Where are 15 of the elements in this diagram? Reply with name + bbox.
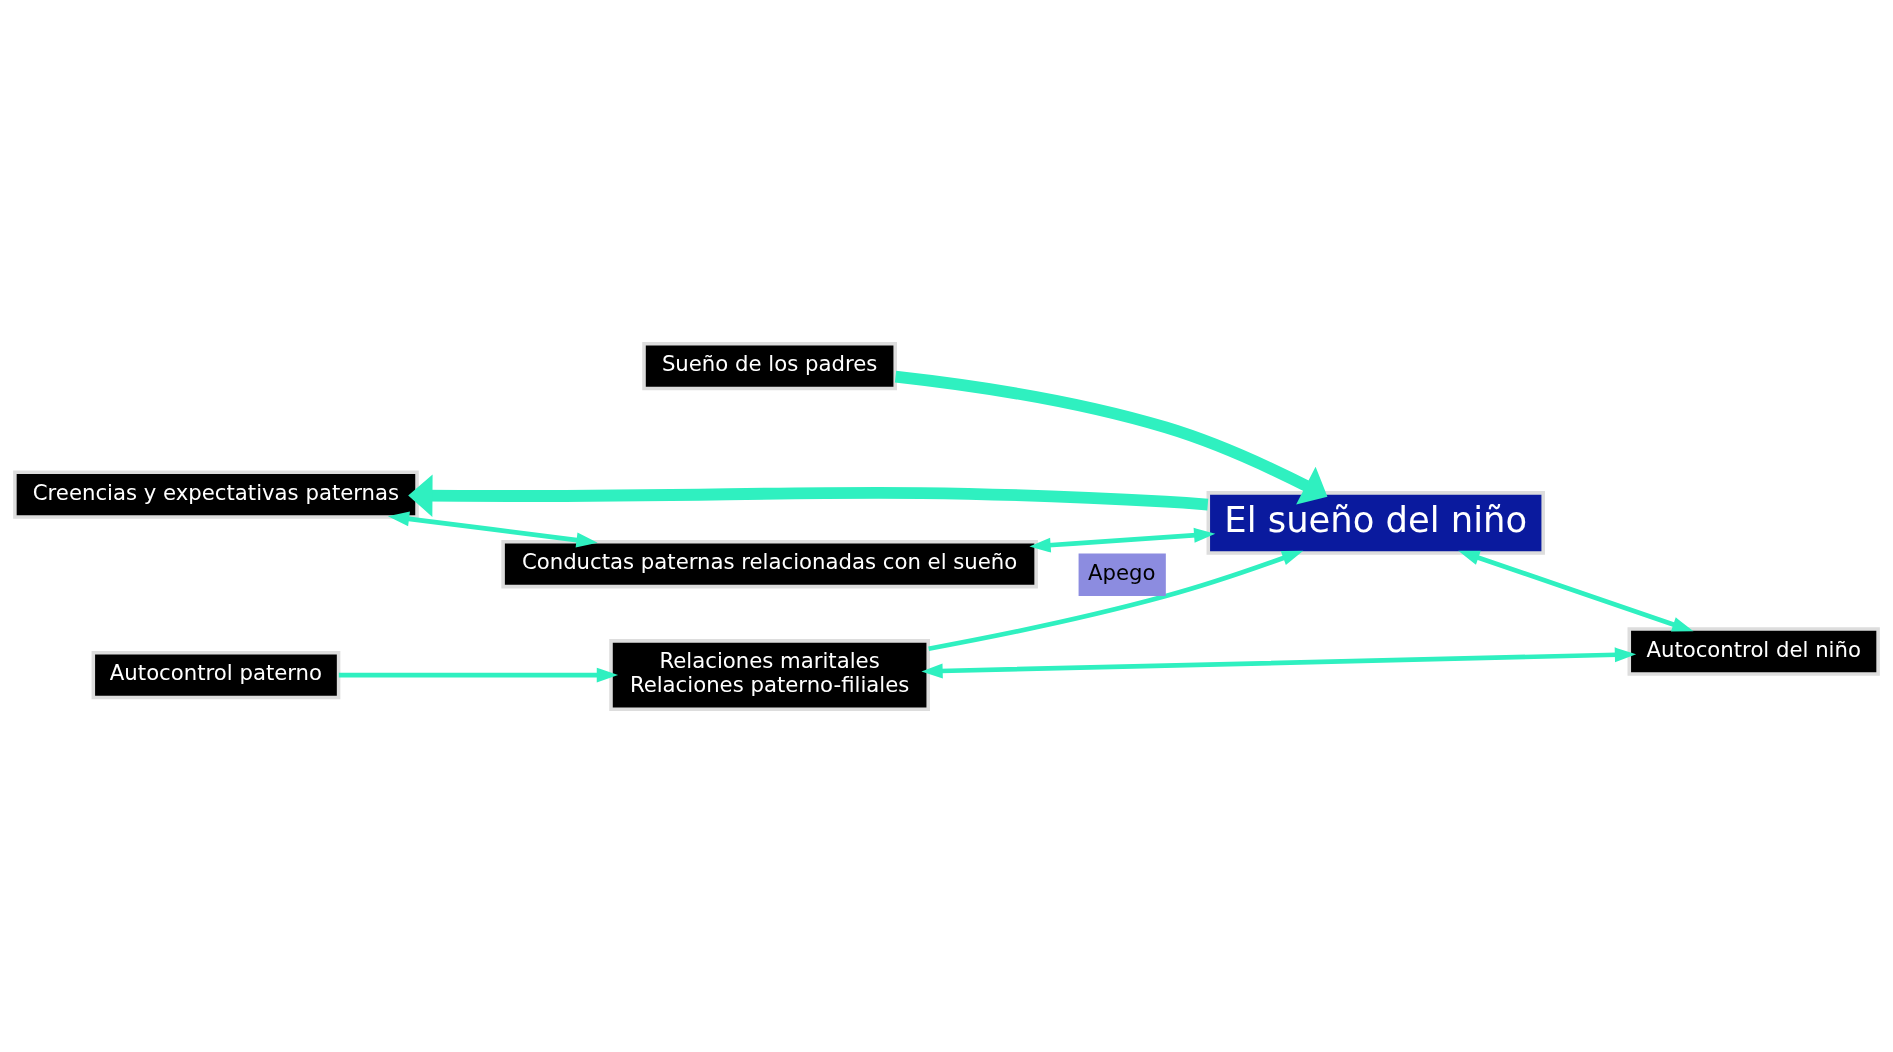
- node-box: Conductas paternas relacionadas con el sueño: [501, 539, 1038, 588]
- arrow: [408, 473, 1209, 517]
- arrow: [1458, 550, 1694, 631]
- node-box: Creencias y expectativas paternas: [13, 470, 419, 519]
- node-box: Relaciones maritales Relaciones paterno-filiales: [609, 638, 930, 711]
- edge-label: Apego: [1088, 559, 1156, 585]
- node-box: Sueño de los padres: [642, 341, 897, 390]
- node-box: Autocontrol paterno: [91, 650, 341, 699]
- node-box: El sueño del niño: [1206, 490, 1545, 555]
- arrow: [338, 667, 619, 683]
- arrow: [921, 646, 1637, 678]
- arrow: [1029, 527, 1216, 553]
- arrow: [894, 370, 1328, 505]
- node-box: Autocontrol del niño: [1627, 626, 1880, 676]
- arrow: [387, 510, 598, 547]
